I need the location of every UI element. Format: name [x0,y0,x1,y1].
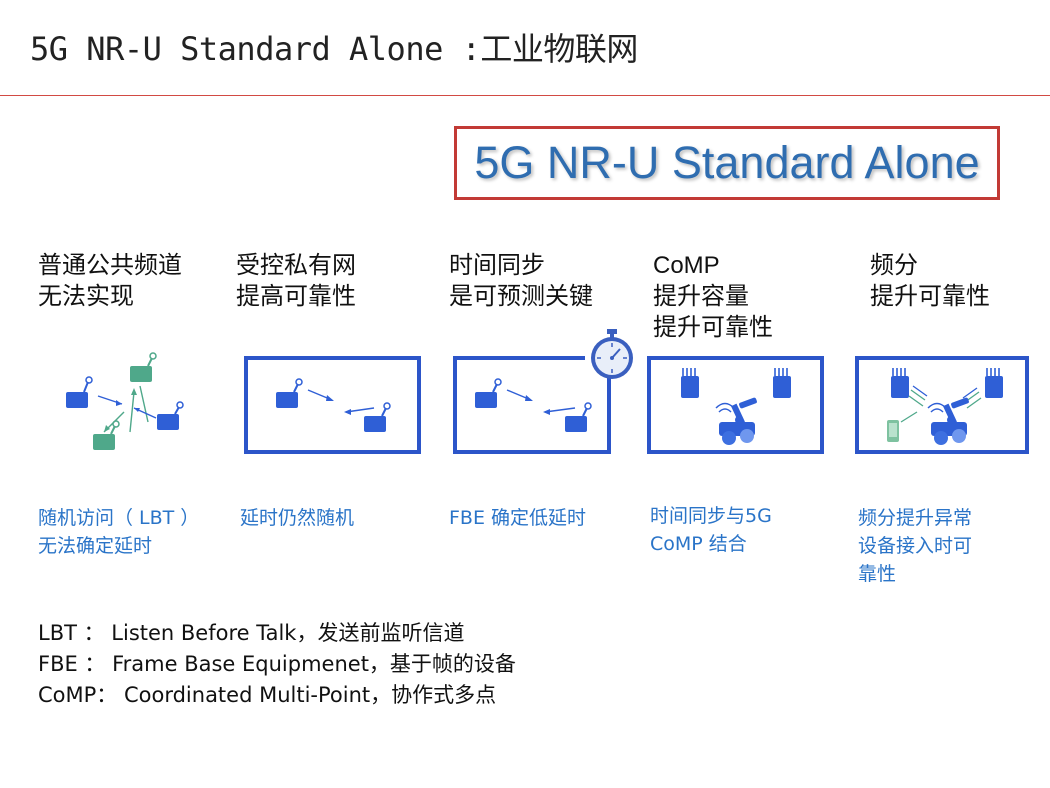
column-2-heading: 受控私有网 提高可靠性 [236,250,356,312]
robot-arm-icon [931,397,969,445]
antenna-array-icon [773,368,791,398]
antenna-array-icon [891,368,909,398]
caption-line: 靠性 [858,563,897,585]
diagram-private-network [244,356,421,454]
column-3-caption: FBE 确定低延时 [449,504,586,532]
wireless-device-pair-icon [276,378,391,432]
column-4-caption: 时间同步与5G CoMP 结合 [650,502,772,558]
wireless-device-cluster-icon [66,352,184,450]
phone-icon [887,420,899,442]
column-2-caption: 延时仍然随机 [240,504,354,532]
heading-line: 是可预测关键 [449,282,593,310]
heading-line: 提升容量 [653,282,749,310]
heading-line: 时间同步 [449,251,545,279]
antenna-array-icon [681,368,699,398]
banner-box: 5G NR-U Standard Alone [454,126,1000,200]
robot-arm-icon [719,397,757,445]
caption-line: 随机访问（ LBT ） [38,507,200,529]
column-1-heading: 普通公共频道 无法实现 [38,250,182,312]
comp-scene [681,368,791,445]
column-4-heading: CoMP 提升容量 提升可靠性 [653,250,773,343]
glossary-line: LBT ： Listen Before Talk，发送前监听信道 [38,621,465,645]
diagram-comp [647,356,824,454]
fdm-scene [887,368,1003,445]
heading-line: 提升可靠性 [653,313,773,341]
glossary: LBT ： Listen Before Talk，发送前监听信道 FBE ： F… [38,618,516,711]
caption-line: 设备接入时可 [858,535,973,557]
caption-line: 时间同步与5G [650,505,772,527]
caption-line: 无法确定延时 [38,535,153,557]
glossary-line: FBE ： Frame Base Equipmenet，基于帧的设备 [38,652,516,676]
frame-outline [453,356,611,454]
slide-title: 5G NR-U Standard Alone :工业物联网 [30,30,638,68]
diagram-random-access [60,352,200,462]
caption-line: FBE 确定低延时 [449,507,587,529]
column-5-heading: 频分 提升可靠性 [870,250,990,312]
stopwatch-icon [588,329,636,381]
caption-line: 延时仍然随机 [240,507,355,529]
heading-line: 提升可靠性 [870,282,990,310]
heading-line: 受控私有网 [236,251,356,279]
diagram-frequency-division [855,356,1029,454]
heading-line: 提高可靠性 [236,282,356,310]
caption-line: 频分提升异常 [858,507,973,529]
column-1-caption: 随机访问（ LBT ） 无法确定延时 [38,504,199,560]
column-3-heading: 时间同步 是可预测关键 [449,250,593,312]
column-5-caption: 频分提升异常 设备接入时可 靠性 [858,504,972,588]
title-divider [0,95,1050,96]
heading-line: 频分 [870,251,918,279]
banner-text: 5G NR-U Standard Alone [474,137,980,188]
caption-line: CoMP 结合 [650,533,747,555]
antenna-array-icon [985,368,1003,398]
heading-line: 普通公共频道 [38,251,182,279]
heading-line: CoMP [653,252,720,279]
diagram-time-sync [453,356,613,454]
glossary-line: CoMP： Coordinated Multi-Point，协作式多点 [38,683,497,707]
heading-line: 无法实现 [38,282,134,310]
